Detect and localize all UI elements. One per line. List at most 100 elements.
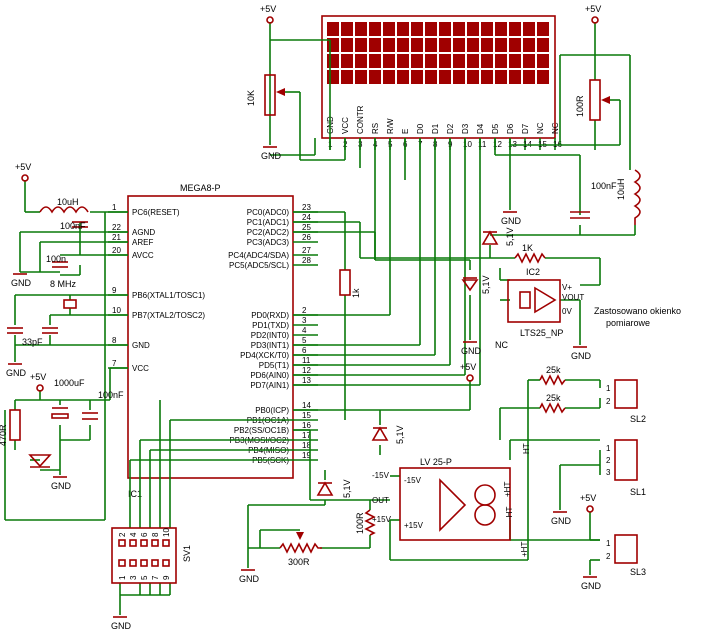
mcu-pin-number: 11 — [302, 356, 311, 365]
sl1-label: SL1 — [630, 487, 646, 497]
mcu-pin-number: 21 — [112, 233, 121, 242]
gnd-label: GND — [461, 346, 482, 356]
sl2-label: SL2 — [630, 414, 646, 424]
lv-pht2-label: +HT — [503, 482, 512, 497]
resistor-25k-b-label: 25k — [546, 393, 561, 403]
mcu-pin-number: 13 — [302, 376, 311, 385]
gnd-label: GND — [239, 574, 260, 584]
sv1-pin-number: 8 — [151, 532, 160, 537]
lcd-character-cells — [327, 22, 549, 84]
lcd-cell — [523, 54, 535, 68]
lcd-pin-label: D7 — [521, 123, 530, 134]
pot-100r-label: 100R — [575, 95, 585, 117]
note-text-2: pomiarowe — [606, 318, 650, 328]
mcu-left-pins: PC6(RESET)1AGND22AREF21AVCC20PB6(XTAL1/T… — [108, 203, 205, 373]
pot-10k — [264, 74, 276, 116]
mcu-pin-label: PB7(XTAL2/TOSC2) — [132, 311, 205, 320]
pot-10k-label: 10K — [246, 90, 256, 106]
lcd-cell — [327, 22, 339, 36]
pot-300r-label: 300R — [288, 557, 310, 567]
nc-label: NC — [495, 340, 508, 350]
mcu-pin-number: 15 — [302, 411, 311, 420]
resistor-470r — [9, 409, 21, 441]
lcd-cell — [523, 38, 535, 52]
zener-c-label: 5,1V — [395, 425, 405, 444]
sl2-pin2: 2 — [606, 397, 611, 406]
lcd-cell — [425, 22, 437, 36]
sv1-pin-number: 3 — [129, 575, 138, 580]
lcd-cell — [411, 22, 423, 36]
lcd-pin-label: D1 — [431, 123, 440, 134]
lcd-cell — [495, 22, 507, 36]
lcd-cell — [439, 38, 451, 52]
lcd-display: GND1VCC2CONTR3RS4R/W5E6D07D18D29D310D411… — [321, 15, 562, 150]
lcd-cell — [537, 22, 549, 36]
lcd-cell — [439, 70, 451, 84]
sl2-pin1: 1 — [606, 384, 611, 393]
lcd-cell — [495, 70, 507, 84]
lcd-pin-label: NC — [551, 122, 560, 134]
lcd-cell — [355, 70, 367, 84]
led — [28, 454, 52, 468]
plus5v-label: +5V — [260, 4, 276, 14]
sl1-pin1: 1 — [606, 444, 611, 453]
lcd-cell — [425, 70, 437, 84]
lcd-cell — [411, 54, 423, 68]
lcd-cell — [411, 70, 423, 84]
sv1-pin-number: 2 — [118, 532, 127, 537]
mcu-pin-number: 14 — [302, 401, 311, 410]
resistor-100r-label: 100R — [355, 512, 365, 534]
lcd-pin-label: D0 — [416, 123, 425, 134]
lv-p15-label: +15V — [404, 521, 424, 530]
sl3-label: SL3 — [630, 567, 646, 577]
mcu-pin-label: VCC — [132, 364, 149, 373]
lcd-pin-label: VCC — [341, 117, 350, 134]
mcu-pin-number: 20 — [112, 246, 121, 255]
sl1-pin3: 3 — [606, 468, 611, 477]
sv1-pin-number: 6 — [140, 532, 149, 537]
mcu-pin-number: 25 — [302, 223, 311, 232]
lcd-cell — [537, 38, 549, 52]
gnd-label: GND — [551, 516, 572, 526]
lcd-cell — [467, 54, 479, 68]
lv25-sensor — [399, 467, 511, 541]
gnd-label: GND — [111, 621, 132, 631]
mcu-pin-label: PD5(T1) — [259, 361, 290, 370]
ic2-label: IC2 — [526, 267, 540, 277]
note-text-1: Zastosowano okienko — [594, 306, 681, 316]
mcu-pin-label: PC4(ADC4/SDA) — [228, 251, 289, 260]
sv1-header — [111, 527, 177, 584]
inductor-right — [633, 169, 641, 225]
mcu-pin-number: 3 — [302, 316, 307, 325]
plus5v-label: +5V — [30, 372, 46, 382]
lv-m15-label: -15V — [404, 476, 422, 485]
mcu-right-pins: PC0(ADC0)23PC1(ADC1)24PC2(ADC2)25PC3(ADC… — [228, 203, 318, 465]
lcd-cell — [481, 22, 493, 36]
lcd-cell — [425, 38, 437, 52]
mcu-pin-label: PB0(ICP) — [255, 406, 289, 415]
resistor-1k-h-label: 1K — [522, 243, 533, 253]
mcu-pin-label: AREF — [132, 238, 153, 247]
lcd-pin-label: RS — [371, 123, 380, 134]
lcd-pin-label: D4 — [476, 123, 485, 134]
mcu-pin-label: PD4(XCK/T0) — [240, 351, 289, 360]
lcd-pin-label: E — [401, 129, 410, 134]
resistor-1k-h — [514, 252, 546, 264]
mcu-pin-label: GND — [132, 341, 150, 350]
lv-m15-in-label: -15V — [372, 471, 390, 480]
pot-100r — [589, 79, 601, 121]
lcd-cell — [425, 54, 437, 68]
mcu-pin-label: PC0(ADC0) — [247, 208, 290, 217]
plus5v-label: +5V — [585, 4, 601, 14]
mcu-pin-label: PC5(ADC5/SCL) — [229, 261, 289, 270]
mcu-pin-number: 19 — [302, 451, 311, 460]
mcu-pin-number: 8 — [112, 336, 117, 345]
lv-ht-label: HT — [522, 443, 531, 454]
lv-p15-in-label: +15V — [372, 515, 392, 524]
lcd-cell — [397, 70, 409, 84]
lcd-cell — [369, 54, 381, 68]
mcu-pin-number: 6 — [302, 346, 307, 355]
lts25-sensor — [507, 279, 561, 323]
